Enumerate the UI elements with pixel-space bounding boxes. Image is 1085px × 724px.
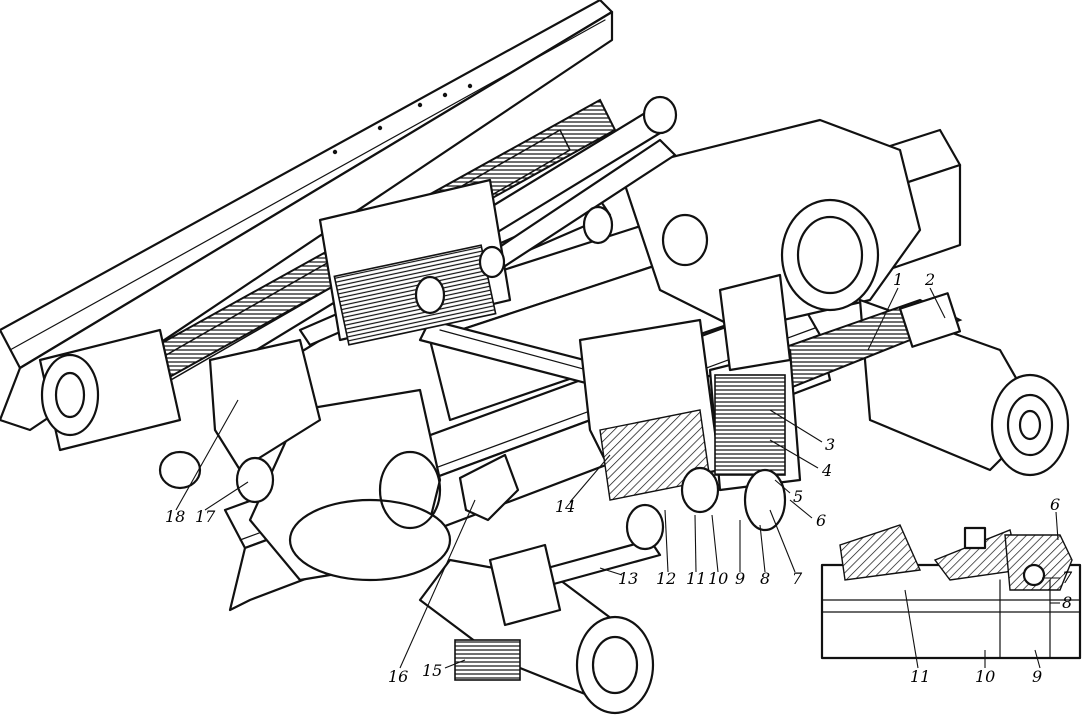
callout-15: 15 [422, 661, 442, 680]
callout-11: 11 [686, 569, 706, 588]
rubber-buffer [458, 453, 520, 522]
callout-5: 5 [793, 487, 803, 506]
left-hub [38, 328, 182, 452]
callout-9: 9 [735, 569, 745, 588]
detail-callout-10: 10 [975, 667, 995, 686]
callout-leaders [175, 287, 1060, 669]
detail-callout-6: 6 [1050, 495, 1060, 514]
detail-callout-7: 7 [1062, 568, 1073, 587]
callout-18: 18 [165, 507, 185, 526]
callout-3: 3 [825, 435, 835, 454]
front-spring-bracket [454, 543, 562, 681]
callout-2: 2 [924, 270, 935, 289]
detail-callout-8: 8 [1062, 593, 1072, 612]
callout-17: 17 [195, 507, 216, 526]
callout-7: 7 [792, 569, 803, 588]
callout-13: 13 [618, 569, 638, 588]
callout-8: 8 [760, 569, 770, 588]
detail-inset [820, 524, 1082, 660]
pivot-bushings [158, 95, 787, 551]
rear-axle-housing [618, 118, 1070, 477]
callout-labels: 1 2 3 4 5 6 7 8 9 10 11 12 13 14 15 16 1… [165, 270, 1073, 686]
callout-4: 4 [821, 461, 832, 480]
callout-1: 1 [893, 270, 903, 289]
trunnion-bracket [578, 273, 802, 501]
detail-callout-9: 9 [1032, 667, 1042, 686]
frame-rail [0, 0, 614, 432]
callout-10: 10 [708, 569, 728, 588]
callout-16: 16 [388, 667, 408, 686]
detail-callout-11: 11 [910, 667, 930, 686]
callout-12: 12 [656, 569, 676, 588]
callout-6: 6 [816, 511, 826, 530]
front-axle-housing [248, 388, 655, 715]
callout-14: 14 [555, 497, 575, 516]
